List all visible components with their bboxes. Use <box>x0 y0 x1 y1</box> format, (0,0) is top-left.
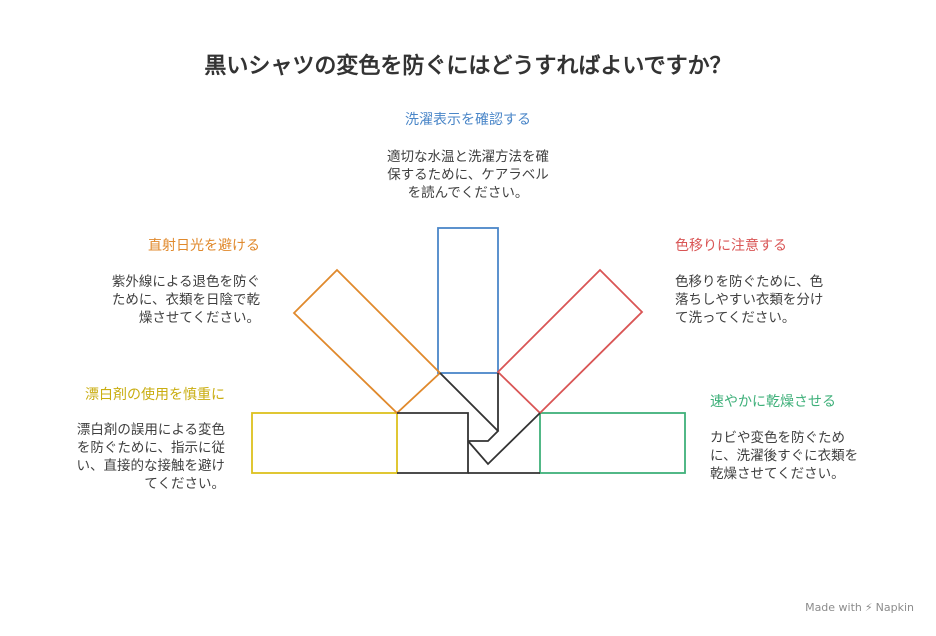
napkin-logo-icon: ⚡ <box>864 601 873 614</box>
upper-left-description: 紫外線による退色を防ぐ ために、衣類を日陰で乾 燥させてください。 <box>111 274 260 326</box>
lower-left-description: 漂白剤の誤用による変色 を防ぐために、指示に従 い、直接的な接触を避け てくださ… <box>76 422 226 492</box>
made-with-text: Made with <box>805 601 862 614</box>
top-bar <box>437 227 499 374</box>
upper-left-label: 直射日光を避ける <box>148 238 260 254</box>
lower-right-bar <box>539 412 686 474</box>
upper-right-bar <box>496 268 644 415</box>
top-description: 適切な水温と洗濯方法を確 保するために、ケアラベル を読んでください。 <box>387 149 549 201</box>
page-title: 黒いシャツの変色を防ぐにはどうすればよいですか？ <box>204 54 732 79</box>
napkin-credit[interactable]: Made with⚡Napkin <box>805 601 914 614</box>
lower-right-label: 速やかに乾燥させる <box>710 394 836 410</box>
lower-right-description: カビや変色を防ぐため に、洗濯後すぐに衣類を 乾燥させてください。 <box>710 430 859 482</box>
napkin-brand: Napkin <box>875 601 914 614</box>
center-connector <box>397 372 541 474</box>
upper-left-bar <box>292 268 442 415</box>
upper-right-description: 色移りを防ぐために、色 落ちしやすい衣類を分け て洗ってください。 <box>675 274 824 326</box>
upper-right-label: 色移りに注意する <box>675 238 787 254</box>
lower-left-bar <box>251 412 398 474</box>
top-label: 洗濯表示を確認する <box>405 112 531 128</box>
lower-left-label: 漂白剤の使用を慎重に <box>85 387 225 403</box>
